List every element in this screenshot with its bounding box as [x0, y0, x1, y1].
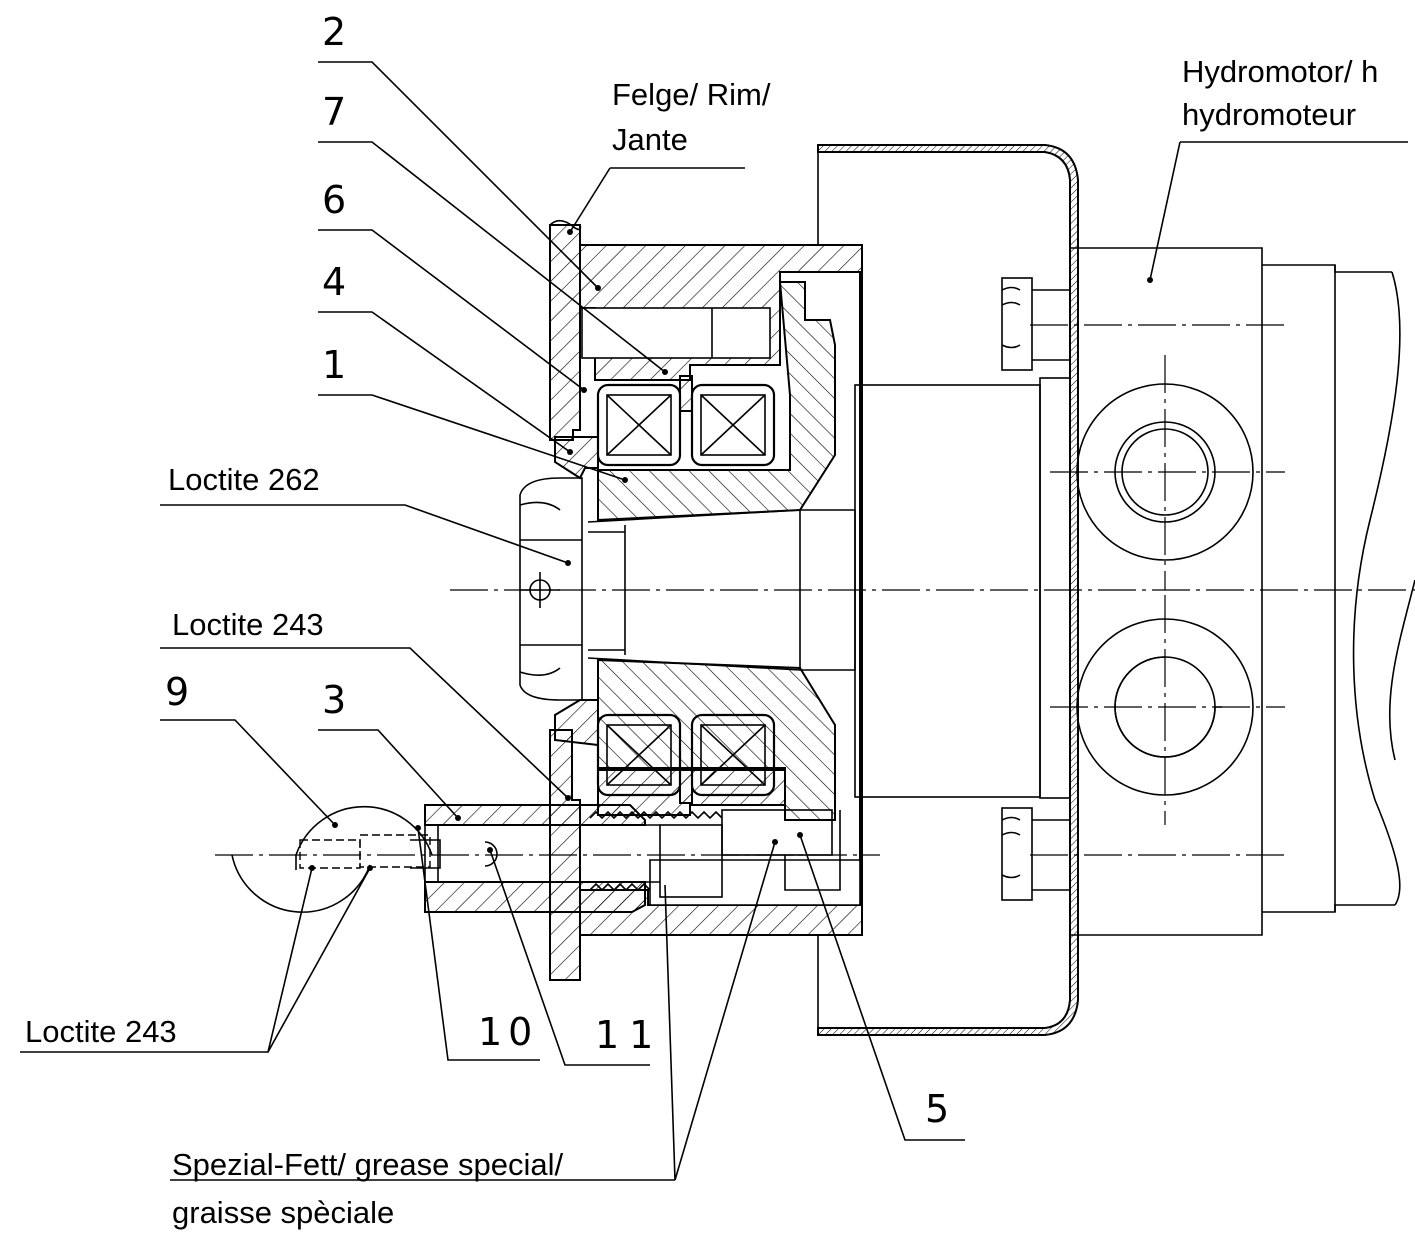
part-number-11: 11	[595, 1013, 663, 1057]
part-number-9: 9	[165, 670, 189, 714]
part-number-4: 4	[322, 260, 346, 304]
grease-label-line2: graisse spèciale	[172, 1195, 394, 1230]
part-number-3: 3	[322, 678, 346, 722]
part-number-10: 10	[478, 1010, 538, 1054]
rim-label-line1: Felge/ Rim/	[612, 77, 771, 112]
loctite-243-upper-label: Loctite 243	[172, 607, 324, 642]
bearings	[596, 375, 776, 804]
hub-housing	[579, 244, 863, 936]
bearing-upper-left	[596, 383, 682, 467]
bearing-upper-right	[690, 383, 776, 467]
part-number-1: 1	[322, 343, 346, 387]
loctite-262-label: Loctite 262	[168, 462, 320, 497]
motor-bolt-upper	[1001, 277, 1070, 371]
callout-labels: Felge/ Rim/ Jante Hydromotor/ h hydromot…	[25, 54, 1378, 1230]
rim-label-line2: Jante	[612, 122, 688, 157]
part-number-5: 5	[925, 1087, 949, 1131]
leader-lines	[20, 61, 1408, 1181]
part-number-labels: 2 7 6 4 1 9 3 10 11 5	[165, 10, 949, 1131]
bearing-lower-right	[690, 713, 776, 797]
bearing-lower-left	[596, 713, 682, 797]
washer-and-nut	[519, 436, 599, 747]
motor-label-line1: Hydromotor/ h	[1182, 54, 1378, 89]
part-number-6: 6	[322, 178, 346, 222]
loctite-243-lower-label: Loctite 243	[25, 1014, 177, 1049]
motor-label-line2: hydromoteur	[1182, 97, 1356, 132]
part-number-7: 7	[322, 90, 346, 134]
motor-bolt-lower	[1001, 807, 1070, 901]
part-number-2: 2	[322, 10, 346, 54]
pin-assembly	[231, 804, 841, 913]
grease-label-line1: Spezial-Fett/ grease special/	[172, 1147, 564, 1182]
rim	[549, 219, 582, 981]
